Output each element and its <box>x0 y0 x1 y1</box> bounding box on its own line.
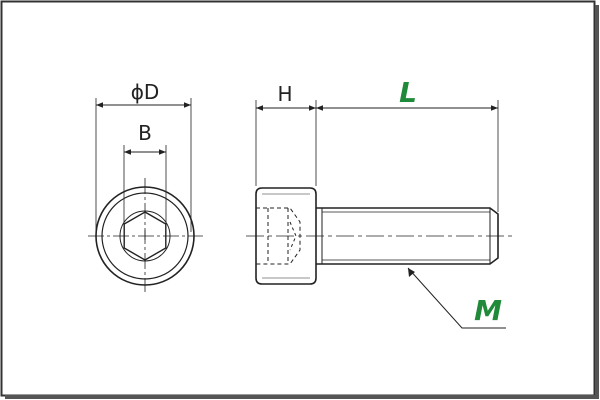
thread-leader-arrow <box>408 268 415 277</box>
hidden-socket-tip <box>289 221 297 251</box>
side-view <box>246 100 512 329</box>
thread-leader-line <box>407 267 506 329</box>
screw-head <box>255 187 317 285</box>
frame-shadow-bottom <box>5 395 599 399</box>
frame-shadow-right <box>595 5 599 398</box>
label-thread: M <box>474 294 502 327</box>
label-head-height: H <box>277 82 292 106</box>
end-view <box>88 98 203 292</box>
label-length: L <box>399 76 417 109</box>
label-hex-width: B <box>138 121 152 145</box>
label-diameter: ϕD <box>131 80 160 104</box>
